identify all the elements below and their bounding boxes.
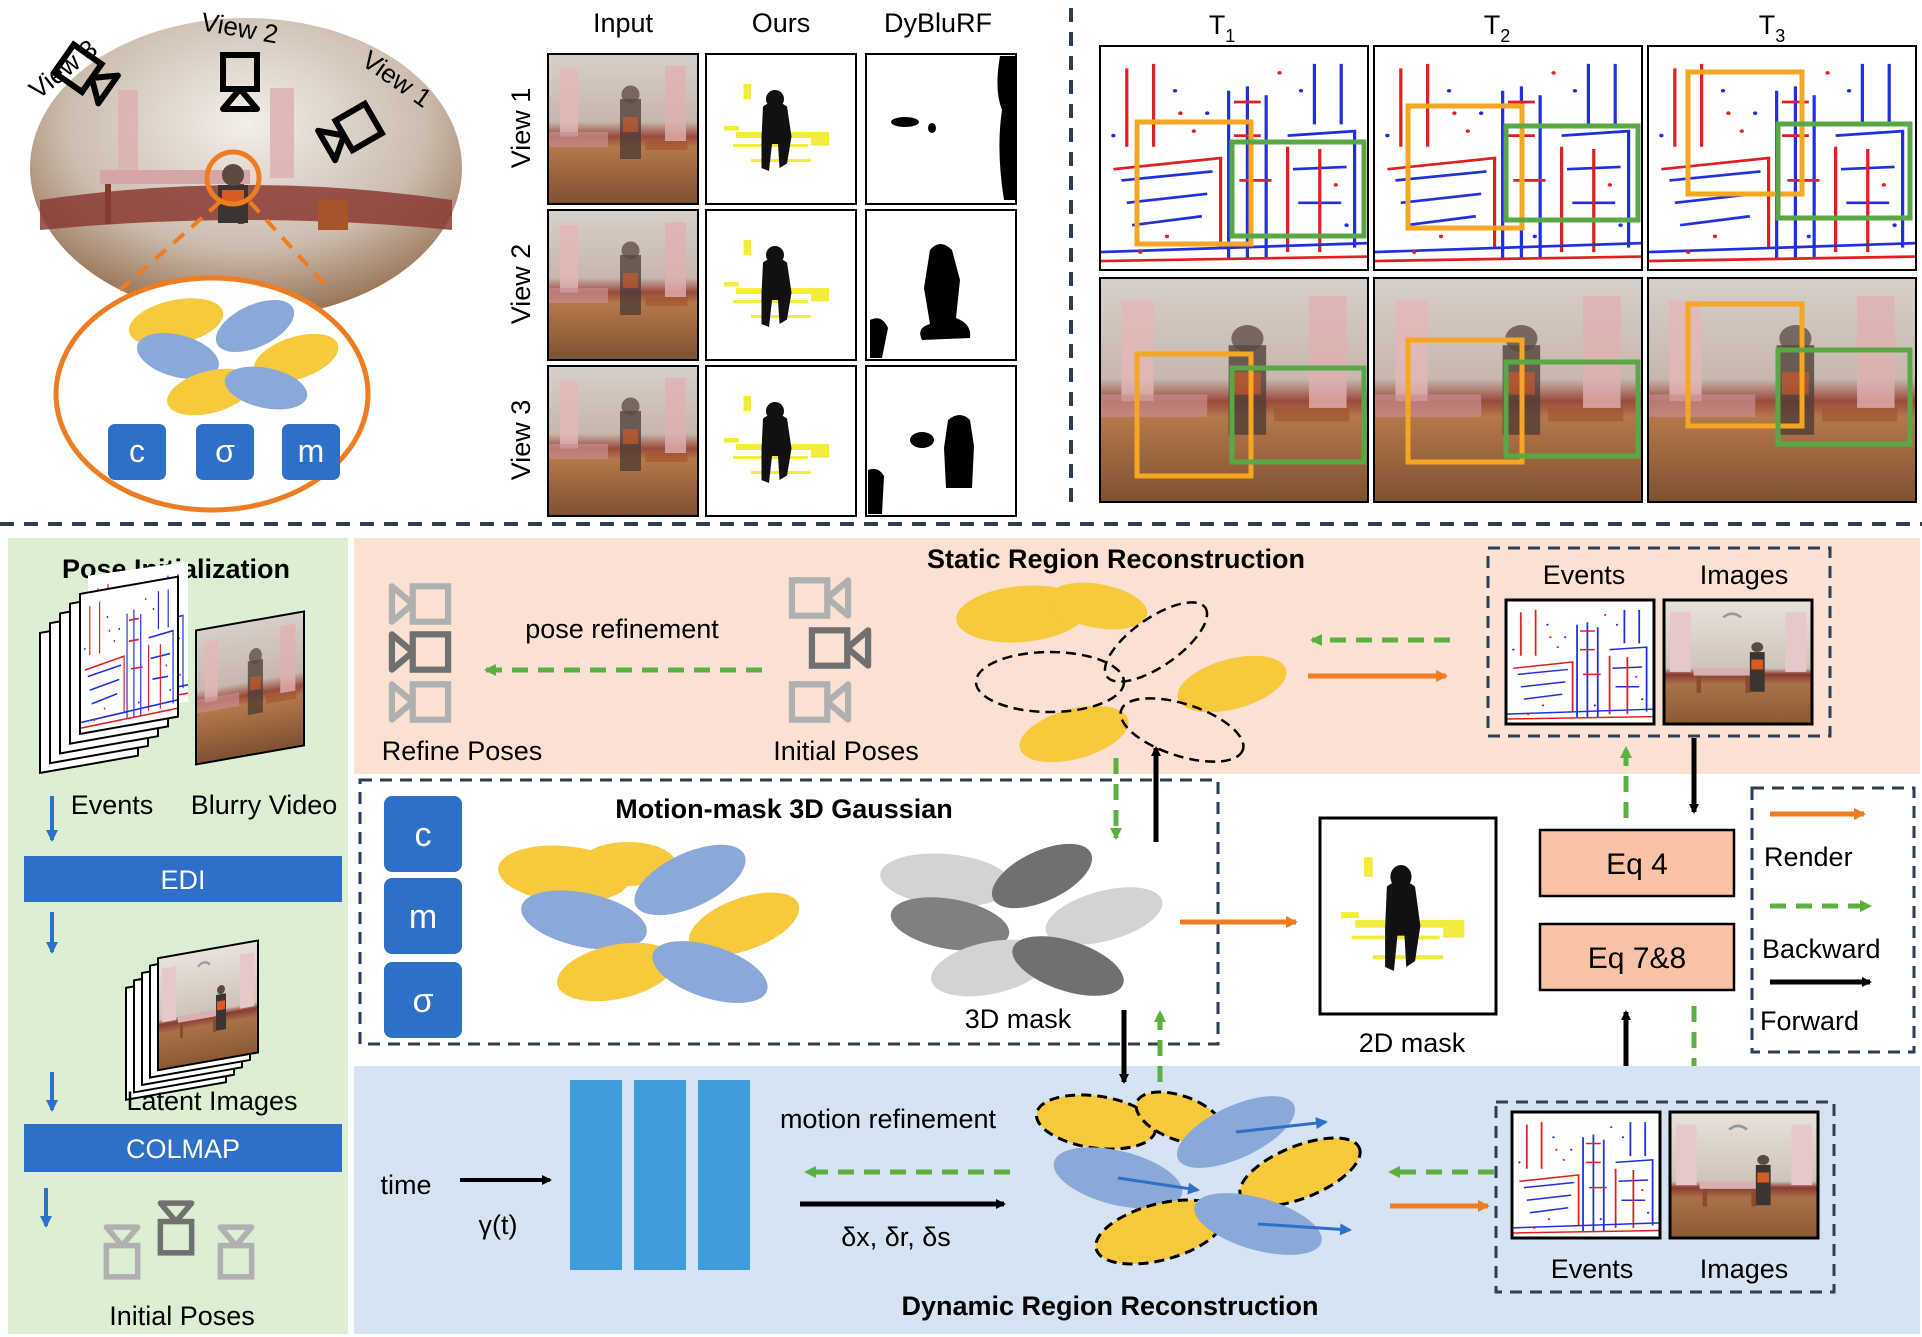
events-t2: [1373, 45, 1643, 271]
motion-mask-title: Motion-mask 3D Gaussian: [615, 794, 953, 824]
svg-text:m: m: [298, 433, 325, 469]
images-t1: [1099, 277, 1369, 503]
row-view1: View 1: [506, 88, 536, 169]
legend-forward-label: Forward: [1760, 1006, 1859, 1036]
dynamic-gaussians: [1034, 1090, 1362, 1266]
svg-text:COLMAP: COLMAP: [126, 1134, 240, 1164]
events-label: Events: [71, 790, 154, 820]
col-dyblurf: DyBluRF: [884, 8, 992, 38]
dyn-events-thumb: [1510, 1110, 1662, 1240]
legend-render-label: Render: [1764, 842, 1853, 872]
time-label: time: [380, 1170, 431, 1200]
dynamic-region-title: Dynamic Region Reconstruction: [901, 1291, 1318, 1321]
grid-dyblurf-view2: [865, 209, 1017, 361]
legend: Render Backward Forward: [1750, 786, 1916, 1054]
scene-illustration: c σ m View 3 View 2 View 1: [23, 6, 462, 513]
svg-text:c: c: [129, 433, 145, 469]
mm-param-sigma: σ: [384, 962, 462, 1038]
motion-refinement-label: motion refinement: [780, 1104, 997, 1134]
events-t1: [1099, 45, 1369, 271]
svg-text:σ: σ: [413, 982, 434, 1020]
col-t1: T1: [1209, 10, 1236, 46]
grid-ours-view1: [705, 53, 857, 205]
col-t2: T2: [1484, 10, 1511, 46]
static-images-thumb: [1662, 598, 1814, 726]
dynamic-supervision-box: [1494, 1100, 1836, 1294]
static-gaussians: [956, 582, 1287, 763]
motion-mask-section: Motion-mask 3D Gaussian c m σ: [358, 746, 1498, 1058]
svg-text:m: m: [409, 898, 437, 936]
2d-mask-label: 2D mask: [1359, 1028, 1466, 1058]
col-input: Input: [593, 8, 654, 38]
zoom-gaussians: [128, 298, 339, 416]
mm-param-c: c: [384, 796, 462, 872]
colmap-box: COLMAP: [24, 1124, 342, 1172]
blurry-video-label: Blurry Video: [191, 790, 338, 820]
blurry-video-thumb: [195, 610, 305, 766]
scene-param-m: m: [282, 424, 340, 480]
static-events-thumb: [1504, 598, 1656, 726]
static-supervision-box: [1486, 546, 1832, 738]
mm-param-m: m: [384, 878, 462, 954]
legend-backward-label: Backward: [1762, 934, 1881, 964]
static-images-label: Images: [1700, 560, 1789, 590]
static-initial-poses-label: Initial Poses: [773, 736, 919, 766]
pose-init-initial-poses-label: Initial Poses: [109, 1301, 255, 1331]
pose-refinement-label: pose refinement: [525, 614, 719, 644]
events-t3: [1647, 45, 1917, 271]
dynamic-region-panel: Dynamic Region Reconstruction time γ(t) …: [354, 1010, 1920, 1334]
3d-mask-label: 3D mask: [965, 1004, 1072, 1034]
latent-images-label: Latent Images: [126, 1086, 297, 1116]
focus-circle: [204, 149, 262, 207]
time-grid: T1 T2 T3: [1099, 10, 1917, 503]
3d-mask-gaussians: [880, 843, 1163, 997]
images-t2: [1373, 277, 1643, 503]
edi-box: EDI: [24, 856, 342, 902]
svg-text:σ: σ: [215, 433, 235, 469]
equation-eq78: Eq 7&8: [1538, 922, 1736, 992]
scene-param-sigma: σ: [196, 424, 254, 480]
scene-param-c: c: [108, 424, 166, 480]
dyn-events-label: Events: [1551, 1254, 1634, 1284]
grid-ours-view2: [705, 209, 857, 361]
pose-initialization-panel: Pose Initialization Events Blurry Video …: [8, 538, 348, 1334]
col-t3: T3: [1759, 10, 1786, 46]
motion-mask-gaussians: [498, 842, 800, 1003]
svg-text:Eq 7&8: Eq 7&8: [1588, 942, 1686, 975]
svg-text:c: c: [415, 816, 432, 854]
grid-dyblurf-view1: [865, 53, 1017, 205]
grid-input-view1: [547, 53, 699, 205]
static-region-title: Static Region Reconstruction: [927, 544, 1305, 574]
latent-images-stack: [125, 939, 259, 1101]
deltas-label: δx, δr, δs: [841, 1222, 951, 1252]
equation-eq4: Eq 4: [1538, 828, 1736, 898]
col-ours: Ours: [752, 8, 811, 38]
gamma-label: γ(t): [479, 1210, 518, 1240]
static-events-label: Events: [1543, 560, 1626, 590]
refine-poses-label: Refine Poses: [382, 736, 543, 766]
dyn-images-label: Images: [1700, 1254, 1789, 1284]
mlp-network: [570, 1080, 750, 1270]
images-t3: [1647, 277, 1917, 503]
grid-input-view3: [547, 365, 699, 517]
svg-text:Eq 4: Eq 4: [1606, 848, 1668, 881]
svg-text:EDI: EDI: [160, 865, 205, 895]
static-region-panel: Static Region Reconstruction Refine Pose…: [354, 538, 1920, 774]
mask-comparison-grid: Input Ours DyBluRF View 1 View 2 View 3: [506, 8, 1017, 517]
grid-dyblurf-view3: [865, 365, 1017, 517]
row-view2: View 2: [506, 244, 536, 325]
dyn-images-thumb: [1668, 1110, 1820, 1240]
motion-mask-box: [358, 778, 1220, 1046]
row-view3: View 3: [506, 400, 536, 481]
2d-mask-thumb: [1318, 816, 1498, 1016]
grid-ours-view3: [705, 365, 857, 517]
grid-input-view2: [547, 209, 699, 361]
